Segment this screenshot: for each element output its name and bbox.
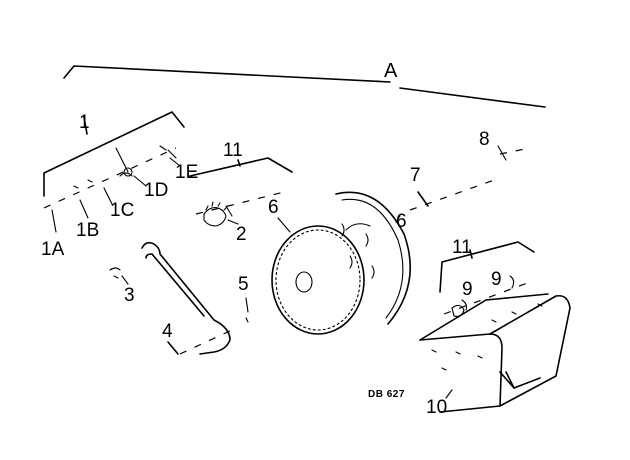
label-11-left: 11 [223,140,243,161]
label-9-right: 9 [491,269,502,290]
part-5 [245,297,249,323]
label-1e: 1E [175,162,199,183]
label-1d: 1D [144,180,169,201]
label-6-flywheel: 6 [268,197,279,218]
bracket-11-right [439,241,535,315]
label-1a: 1A [41,239,65,260]
label-7: 7 [410,165,421,186]
flywheel-6 [271,217,371,335]
part-4-arm [141,241,233,355]
label-6-plate: 6 [396,211,407,232]
part-1-assembly [43,145,181,233]
label-1: 1 [79,112,90,133]
label-1c: 1C [110,200,135,221]
label-4: 4 [162,321,173,342]
label-a: A [384,60,398,82]
part-9-washers [451,275,515,317]
label-8: 8 [479,129,490,150]
drawing-code: DB 627 [368,389,405,400]
label-9-left: 9 [462,279,473,300]
label-2: 2 [236,224,247,245]
bracket-1 [43,111,185,197]
label-10: 10 [426,397,448,418]
bracket-a [63,65,546,108]
label-5: 5 [238,274,249,295]
label-3: 3 [124,285,135,306]
label-1b: 1B [76,220,100,241]
bracket-11-left [189,157,293,215]
mounting-bracket-10 [419,293,571,413]
label-11-right: 11 [452,237,472,258]
part-2-gear [203,201,239,227]
shaft-7 [409,145,531,211]
part-3 [109,267,129,285]
pressure-plate-6 [335,191,412,325]
